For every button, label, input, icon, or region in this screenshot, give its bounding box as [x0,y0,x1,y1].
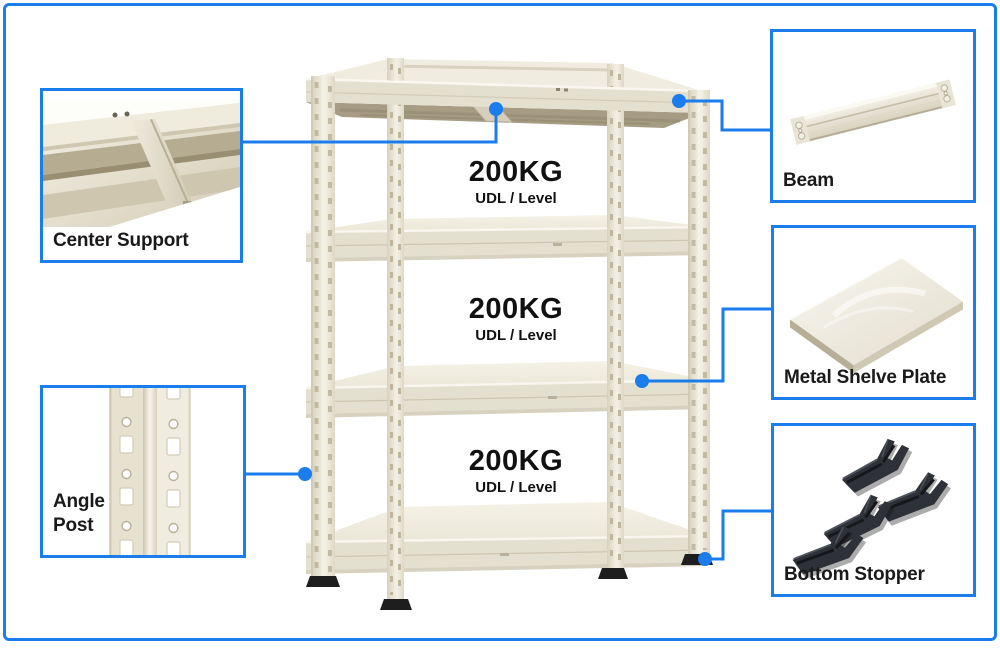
connector-center-support [243,102,503,144]
callout-center-support: Center Support [40,88,243,263]
callout-beam: Beam [770,29,976,203]
callout-label: Angle Post [53,490,105,537]
connector-dot [635,374,649,388]
callout-label: Beam [783,170,834,192]
foot-front-left [306,576,340,587]
angle-post-front-right [681,90,713,565]
load-weight: 200KG [468,293,564,325]
foot-back-right [598,568,628,579]
beam-photo [790,79,956,145]
shelf-level-1 [305,502,709,574]
load-weight: 200KG [468,445,564,477]
connector-dot [672,94,686,108]
callout-angle-post: Angle Post [40,385,246,558]
callout-label: Metal Shelve Plate [784,367,947,389]
connector-metal-shelve-plate [635,307,772,388]
connector-angle-post [246,467,312,481]
load-per-level: UDL / Level [475,190,557,207]
callout-label: Bottom Stopper [784,564,925,586]
connector-bottom-stopper [698,509,772,566]
center-support-photo [43,99,240,227]
callout-label: Center Support [53,230,189,252]
angle-post-back-right [598,64,628,579]
load-rating-level-middle: 200KG UDL / Level [416,293,616,344]
shelf-level-2 [305,361,709,418]
load-weight: 200KG [468,156,564,188]
foot-back-left [380,599,412,610]
load-per-level: UDL / Level [475,479,557,496]
angle-post-back-left [380,58,412,610]
callout-metal-shelve-plate: Metal Shelve Plate [771,225,976,400]
angle-post-front-left [306,76,340,587]
connector-beam [672,94,772,132]
shelf-level-4-front-beam [305,77,703,113]
connector-dot [489,102,503,116]
center-support-rib-photo [131,119,195,213]
load-rating-level-bottom: 200KG UDL / Level [416,445,616,496]
connector-dot [698,552,712,566]
angle-post-photo [109,388,191,555]
shelf-level-3 [305,215,709,262]
load-per-level: UDL / Level [475,327,557,344]
connector-dot [298,467,312,481]
metal-shelve-plate-photo [789,257,963,374]
callout-bottom-stopper: Bottom Stopper [771,423,976,597]
load-rating-level-top: 200KG UDL / Level [416,156,616,207]
